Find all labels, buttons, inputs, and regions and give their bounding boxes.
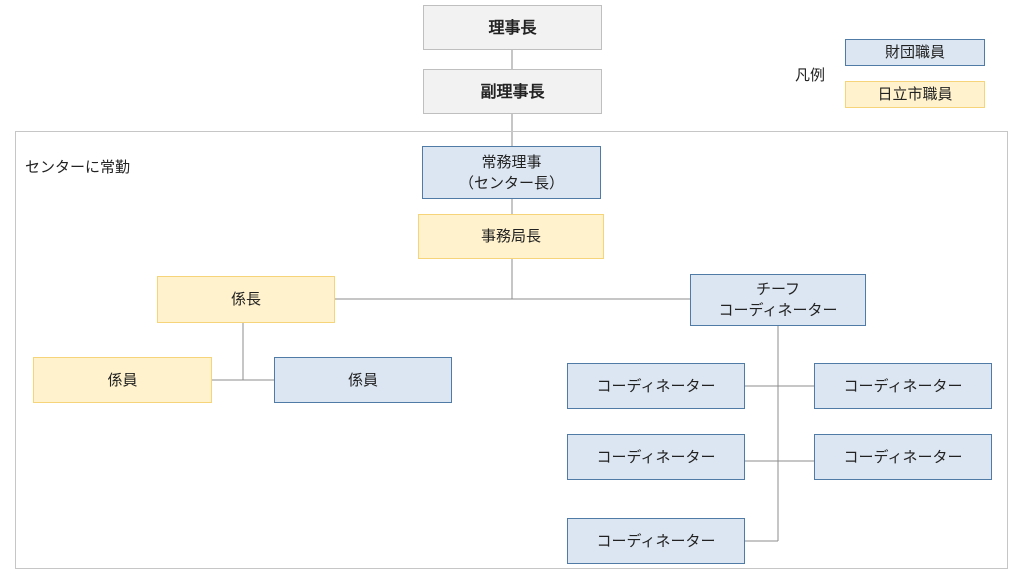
legend-foundation-staff: 財団職員 xyxy=(845,39,985,66)
managing-director-box: 常務理事 （センター長） xyxy=(422,146,601,199)
staff-right-label: 係員 xyxy=(347,370,378,389)
chief-coordinator-subtitle: コーディネーター xyxy=(718,301,838,319)
vice-chairman-label: 副理事長 xyxy=(480,82,545,101)
legend-city-staff-label: 日立市職員 xyxy=(877,85,953,103)
legend-title: 凡例 xyxy=(795,66,826,84)
section-chief-label: 係長 xyxy=(230,290,261,308)
managing-director-subtitle: （センター長） xyxy=(458,173,564,192)
legend-city-staff: 日立市職員 xyxy=(845,81,985,108)
chief-coordinator-box: チーフ コーディネーター xyxy=(690,274,866,326)
coordinator-label: コーディネーター xyxy=(596,531,716,550)
secretary-general-box: 事務局長 xyxy=(418,214,604,259)
coordinator-label: コーディネーター xyxy=(843,376,963,395)
staff-box-left: 係員 xyxy=(33,357,212,403)
coordinator-label: コーディネーター xyxy=(843,447,963,466)
coordinator-label: コーディネーター xyxy=(596,447,716,466)
chairman-box: 理事長 xyxy=(423,5,602,50)
coordinator-box: コーディネーター xyxy=(567,434,745,480)
vice-chairman-box: 副理事長 xyxy=(423,69,602,114)
center-frame xyxy=(15,131,1008,569)
chairman-label: 理事長 xyxy=(488,18,537,37)
staff-left-label: 係員 xyxy=(107,370,138,389)
coordinator-box: コーディネーター xyxy=(814,363,992,409)
chief-coordinator-title: チーフ xyxy=(755,280,801,298)
section-chief-box: 係長 xyxy=(157,276,335,323)
staff-box-right: 係員 xyxy=(274,357,452,403)
coordinator-box: コーディネーター xyxy=(814,434,992,480)
center-frame-label: センターに常勤 xyxy=(25,158,131,176)
coordinator-box: コーディネーター xyxy=(567,518,745,564)
legend-foundation-staff-label: 財団職員 xyxy=(884,43,945,61)
coordinator-box: コーディネーター xyxy=(567,363,745,409)
managing-director-title: 常務理事 xyxy=(481,152,542,171)
coordinator-label: コーディネーター xyxy=(596,376,716,395)
secretary-general-label: 事務局長 xyxy=(480,227,541,245)
